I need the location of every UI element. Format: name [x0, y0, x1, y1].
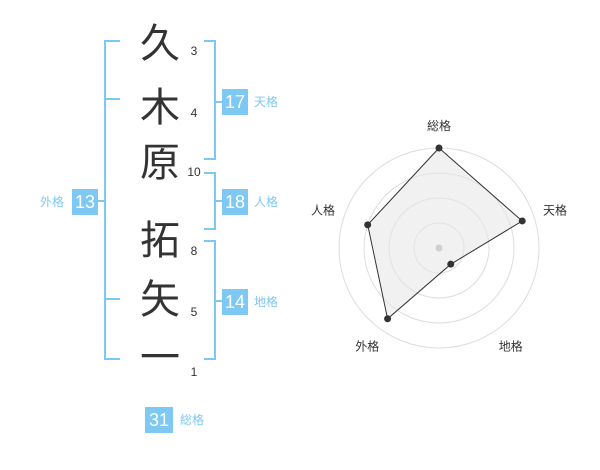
chikaku-label: 地格	[254, 295, 279, 309]
jinkaku-connector	[216, 200, 222, 202]
stroke-count-3: 10	[187, 165, 201, 179]
name-char-1: 久	[140, 21, 180, 67]
stroke-count-2: 4	[190, 106, 198, 120]
jinkaku-value-badge: 18	[222, 189, 248, 215]
stroke-count-5: 5	[190, 305, 198, 319]
radar-axis-label-5: 人格	[311, 202, 335, 217]
tenkaku-bracket-vertical	[214, 40, 216, 160]
soukaku-label: 総格	[180, 413, 205, 427]
gaikaku-label: 外格	[40, 195, 65, 209]
radar-point-5	[364, 221, 372, 229]
chikaku-bracket-top	[204, 240, 216, 242]
stroke-count-4: 8	[190, 244, 198, 258]
jinkaku-bracket-bottom	[204, 228, 216, 230]
radar-point-4	[384, 315, 392, 323]
radar-points	[364, 144, 526, 323]
chikaku-connector	[216, 300, 222, 302]
radar-point-2	[518, 217, 526, 225]
tenkaku-label: 天格	[254, 95, 279, 109]
radar-point-1	[435, 144, 443, 152]
chikaku-bracket-vertical	[214, 240, 216, 360]
radar-center-dot	[435, 244, 443, 252]
radar-axis-label-1: 総格	[427, 118, 451, 133]
gaikaku-bracket-top	[104, 40, 120, 42]
stroke-count-1: 3	[190, 44, 198, 58]
tenkaku-connector	[216, 101, 222, 103]
gaikaku-bracket-vertical	[104, 40, 106, 360]
jinkaku-label: 人格	[254, 195, 279, 209]
stroke-count-6: 1	[190, 365, 198, 379]
radar-area	[367, 147, 524, 320]
chikaku-value-badge: 14	[222, 289, 248, 315]
gaikaku-tick-1	[104, 98, 120, 100]
chikaku-bracket-bottom	[204, 358, 216, 360]
tenkaku-bracket-bottom	[204, 158, 216, 160]
radar-axis-label-3: 地格	[499, 339, 523, 354]
gaikaku-bracket-bottom	[104, 358, 120, 360]
radar-axis-label-2: 天格	[543, 202, 567, 217]
radar-point-3	[447, 260, 455, 268]
tenkaku-value-badge: 17	[222, 89, 248, 115]
name-char-4: 拓	[140, 218, 180, 264]
jinkaku-bracket-vertical	[214, 172, 216, 230]
name-char-5: 矢	[140, 277, 180, 323]
tenkaku-bracket-top	[204, 40, 216, 42]
gaikaku-tick-2	[104, 298, 120, 300]
soukaku-value-badge: 31	[145, 407, 173, 433]
name-char-3: 原	[140, 140, 180, 186]
gaikaku-value-badge: 13	[72, 189, 98, 215]
gaikaku-connector	[98, 200, 104, 202]
radar-axis-label-4: 外格	[355, 339, 379, 354]
name-char-6: 一	[140, 335, 180, 381]
jinkaku-bracket-top	[204, 172, 216, 174]
name-char-2: 木	[140, 85, 180, 131]
